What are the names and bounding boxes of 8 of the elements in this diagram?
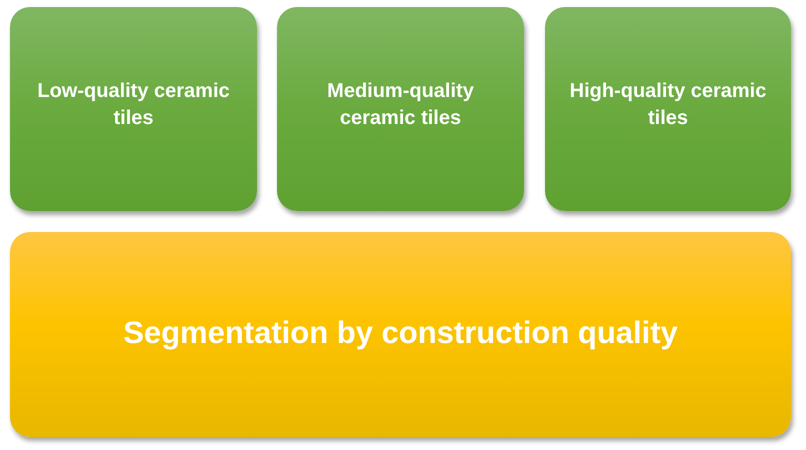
segment-title: Segmentation by construction quality	[123, 314, 678, 352]
segment-header-box	[10, 232, 791, 437]
category-box	[545, 7, 791, 211]
category-label: Low-quality ceramic tiles	[36, 79, 231, 131]
category-box	[277, 7, 524, 211]
category-box	[10, 7, 257, 211]
category-label: High-quality ceramic tiles	[568, 79, 768, 131]
category-label: Medium-quality ceramic tiles	[326, 79, 475, 131]
